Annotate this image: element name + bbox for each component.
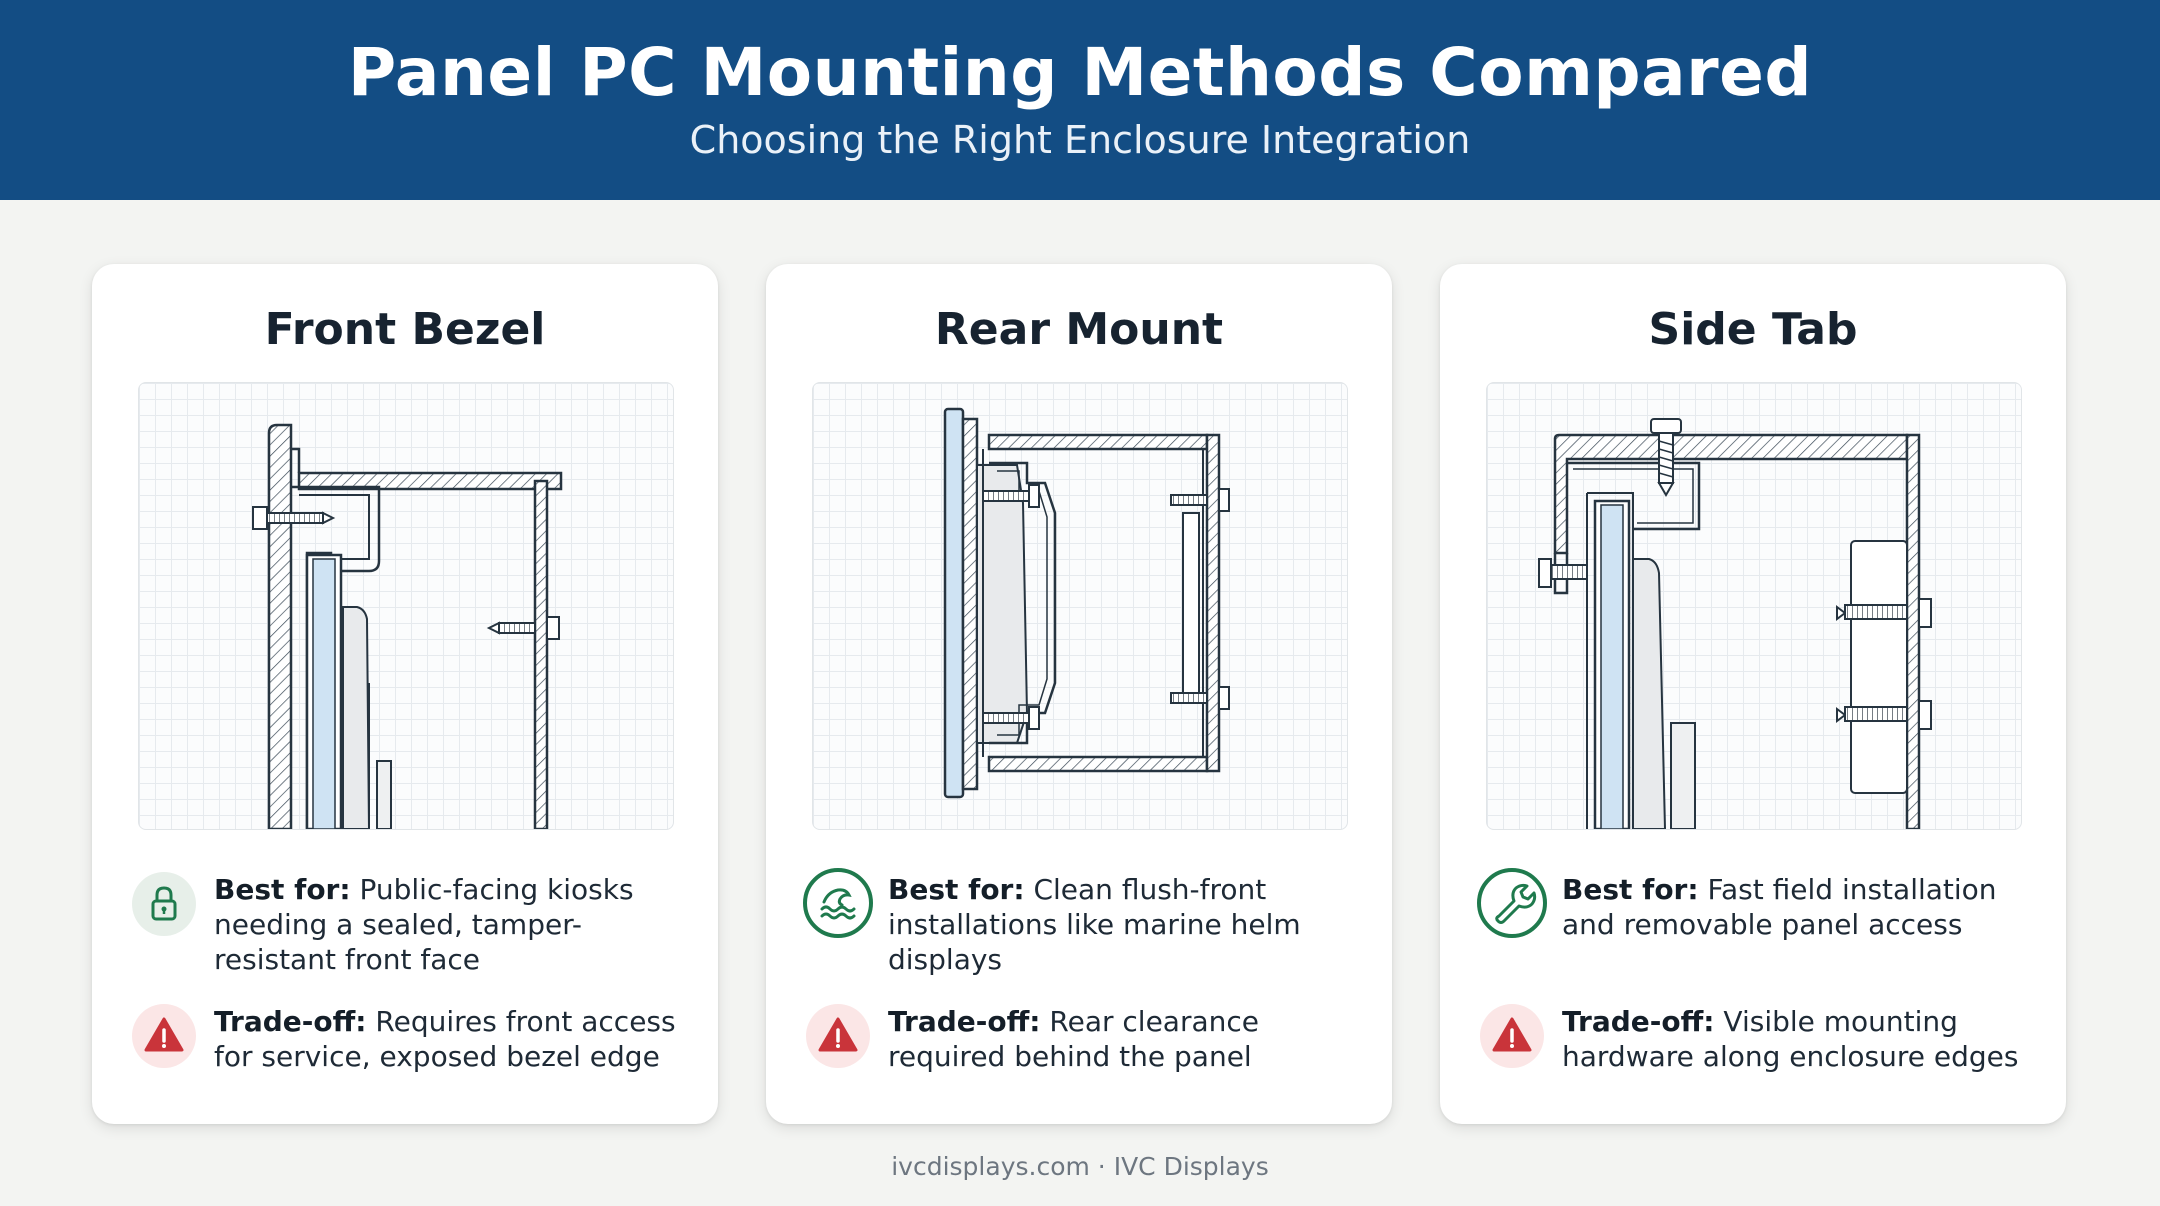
wrench-icon bbox=[1477, 868, 1547, 938]
best-for-text: Best for: Fast field installation and re… bbox=[1562, 873, 1997, 941]
lock-icon bbox=[132, 872, 196, 936]
card-title: Front Bezel bbox=[264, 304, 546, 355]
card-title: Side Tab bbox=[1648, 304, 1858, 355]
page-title: Panel PC Mounting Methods Compared bbox=[347, 34, 1813, 111]
warning-icon bbox=[806, 1004, 870, 1068]
page-header: Panel PC Mounting Methods Compared Choos… bbox=[0, 0, 2160, 200]
page-subtitle: Choosing the Right Enclosure Integration bbox=[689, 118, 1471, 162]
best-for-text: Best for: Public-facing kiosks needing a… bbox=[214, 873, 634, 976]
footer-credit[interactable]: ivcdisplays.com · IVC Displays bbox=[891, 1152, 1269, 1181]
tradeoff-text: Trade-off: Rear clearance required behin… bbox=[888, 1005, 1259, 1073]
card-front-bezel: Front Bezel bbox=[92, 264, 718, 1124]
side-tab-diagram bbox=[1486, 382, 2022, 830]
front-bezel-diagram bbox=[138, 382, 674, 830]
front-bezel-drawing bbox=[252, 423, 563, 829]
warning-icon bbox=[132, 1004, 196, 1068]
rear-mount-drawing bbox=[943, 407, 1230, 799]
side-tab-drawing bbox=[1538, 418, 1932, 829]
wave-icon bbox=[803, 868, 873, 938]
tradeoff-text: Trade-off: Requires front access for ser… bbox=[214, 1005, 676, 1073]
rear-mount-diagram bbox=[812, 382, 1348, 830]
card-title: Rear Mount bbox=[934, 304, 1224, 355]
tradeoff-text: Trade-off: Visible mounting hardware alo… bbox=[1562, 1005, 2019, 1073]
best-for-text: Best for: Clean flush-front installation… bbox=[888, 873, 1301, 976]
card-side-tab: Side Tab bbox=[1440, 264, 2066, 1124]
warning-icon bbox=[1480, 1004, 1544, 1068]
card-rear-mount: Rear Mount bbox=[766, 264, 1392, 1124]
